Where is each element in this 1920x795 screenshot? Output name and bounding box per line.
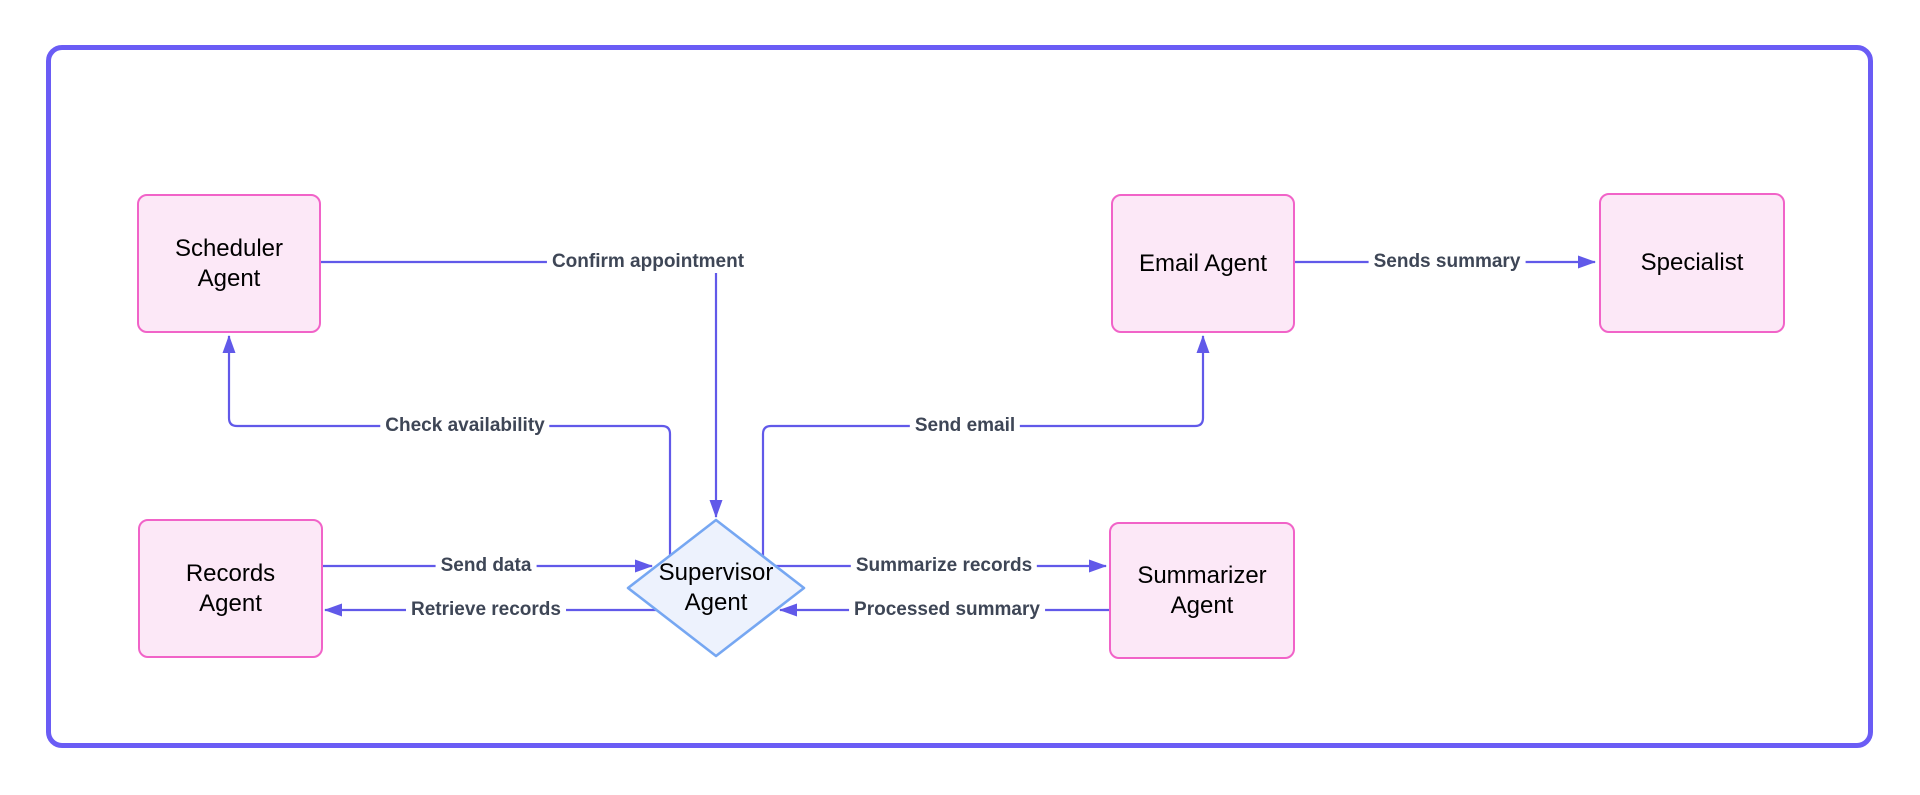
supervisor-diamond-shape — [626, 518, 806, 658]
edge-label-summarize-records: Summarize records — [850, 555, 1038, 577]
edge-label-retrieve-records: Retrieve records — [406, 599, 566, 621]
edge-confirm-appointment-path — [321, 260, 723, 518]
node-specialist: Specialist — [1599, 193, 1785, 333]
node-scheduler-agent: Scheduler Agent — [137, 194, 321, 333]
node-records-agent: Records Agent — [138, 519, 323, 658]
node-email-agent: Email Agent — [1111, 194, 1295, 333]
edge-label-send-data: Send data — [435, 555, 537, 577]
diagram-outer-frame — [46, 45, 1873, 748]
edge-label-sends-summary: Sends summary — [1368, 251, 1526, 273]
edge-label-confirm-appointment: Confirm appointment — [546, 251, 750, 273]
edge-label-processed-summary: Processed summary — [849, 599, 1045, 621]
edge-label-check-availability: Check availability — [380, 415, 550, 437]
edge-label-send-email: Send email — [909, 415, 1021, 437]
node-supervisor-agent-label: Supervisor Agent — [658, 559, 774, 616]
node-summarizer-agent: Summarizer Agent — [1109, 522, 1295, 659]
